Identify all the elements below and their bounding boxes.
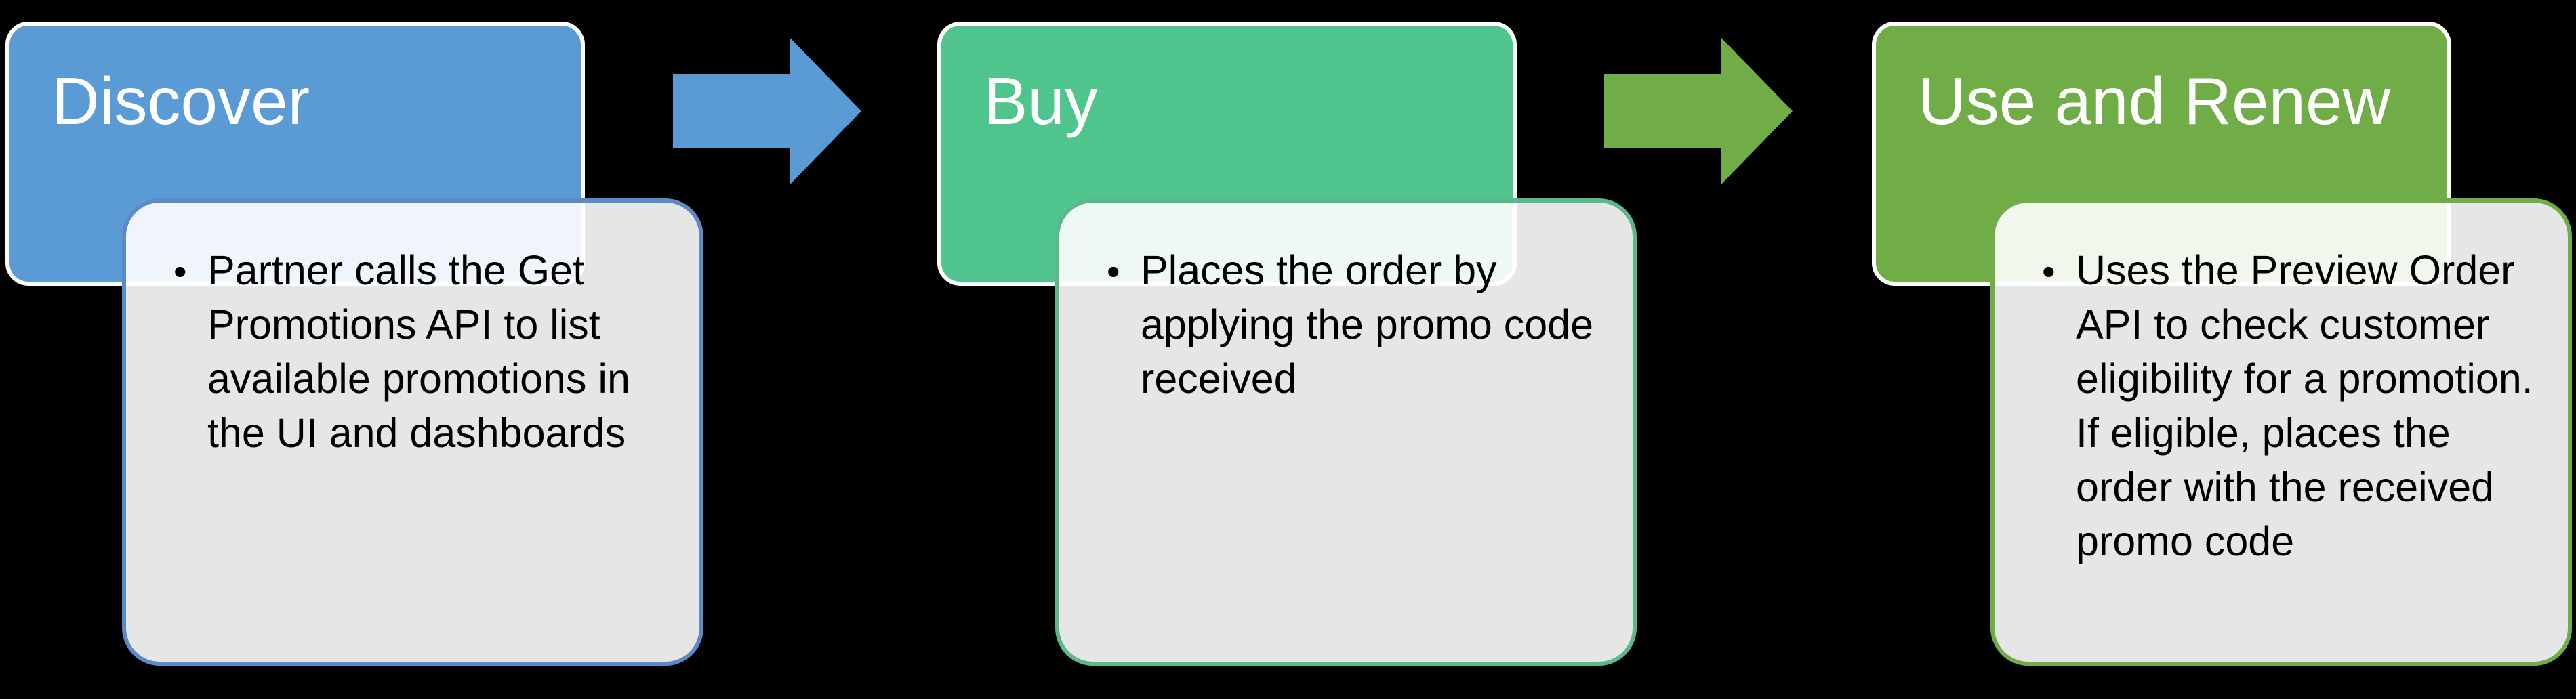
step-use-renew-description: Uses the Preview Order API to check cust… <box>2076 247 2533 564</box>
arrow-right-icon <box>673 37 861 185</box>
bullet-icon: • <box>1107 250 1120 293</box>
step-buy-detail-box: • Places the order by applying the promo… <box>1055 198 1637 666</box>
step-discover-description: Partner calls the Get Promotions API to … <box>207 247 630 456</box>
step-buy-description: Places the order by applying the promo c… <box>1141 247 1594 402</box>
arrow-2-shape <box>1604 37 1793 185</box>
step-discover-title: Discover <box>52 64 310 138</box>
step-use-renew-title: Use and Renew <box>1918 64 2391 138</box>
step-buy-title: Buy <box>983 64 1098 138</box>
step-use-renew-detail-box: • Uses the Preview Order API to check cu… <box>1990 198 2572 666</box>
step-discover-detail-box: • Partner calls the Get Promotions API t… <box>122 198 703 666</box>
bullet-icon: • <box>2042 250 2056 293</box>
arrow-1-shape <box>673 37 861 185</box>
arrow-right-icon <box>1604 37 1793 185</box>
bullet-icon: • <box>173 250 187 293</box>
